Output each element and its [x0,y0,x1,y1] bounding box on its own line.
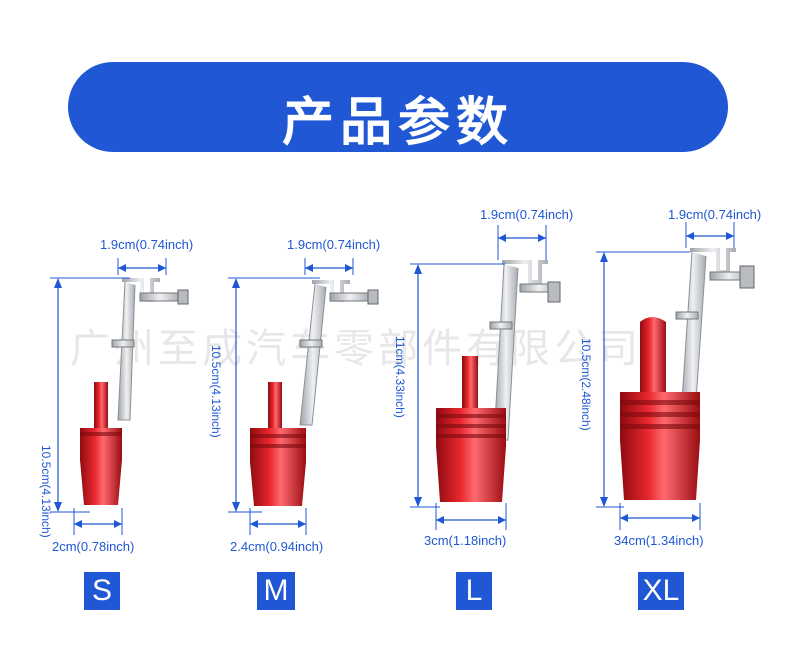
page-title: 产品参数 [281,93,514,153]
nozzle-s [80,382,122,505]
height-dim-s: 10.5cm(4.13inch) [39,445,53,538]
top-dim-m: 1.9cm(0.74inch) [287,237,380,252]
nozzle-l [436,356,506,502]
product-l: 1.9cm(0.74inch) 11cm(4.33inch) 3cm(1.18i… [393,207,573,548]
top-dim-s: 1.9cm(0.74inch) [100,237,193,252]
bracket-m [299,280,379,426]
size-label-s: S [84,572,120,610]
nozzle-m [250,382,306,506]
height-dim-xl: 10.5cm(2.48inch) [579,338,593,431]
watermark-text: 广州至成汽车零部件有限公司 [70,326,642,372]
top-dim-l: 1.9cm(0.74inch) [480,207,573,222]
top-dim-xl: 1.9cm(0.74inch) [668,207,761,222]
height-dim-m: 10.5cm(4.13inch) [209,345,223,438]
nozzle-xl [620,317,700,500]
size-label-l: L [456,572,492,610]
bottom-dim-m: 2.4cm(0.94inch) [230,539,323,554]
size-label-xl: XL [638,572,684,610]
bottom-dim-l: 3cm(1.18inch) [424,533,506,548]
size-label-m: M [257,572,295,610]
bottom-dim-xl: 34cm(1.34inch) [614,533,704,548]
product-s: 1.9cm(0.74inch) 10.5cm(4.13inch) 2cm(0.7… [39,237,193,554]
height-dim-l: 11cm(4.33inch) [393,336,407,418]
product-xl: 1.9cm(0.74inch) 10.5cm(2.48inch) 34cm(1.… [579,207,761,548]
bottom-dim-s: 2cm(0.78inch) [52,539,134,554]
title-banner: 产品参数 [68,62,728,153]
bracket-s [111,278,189,421]
product-m: 1.9cm(0.74inch) 10.5cm(4.13inch) 2.4cm(0… [209,237,380,554]
